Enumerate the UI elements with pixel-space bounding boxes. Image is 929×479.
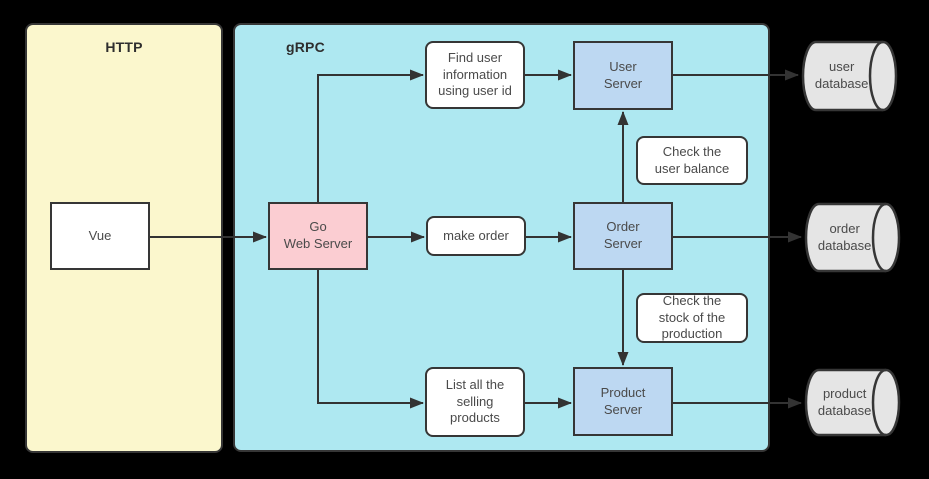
database-cylinder-icon	[804, 202, 901, 273]
vue-node: Vue	[50, 202, 150, 270]
product-server-node: Product Server	[573, 367, 673, 436]
product-database-node: product database	[803, 368, 901, 437]
check-stock-node: Check the stock of the production	[636, 293, 748, 343]
go-web-server-node: Go Web Server	[268, 202, 368, 270]
user-database-node: user database	[800, 40, 898, 112]
order-database-node: order database	[803, 202, 901, 273]
grpc-group-label: gRPC	[286, 39, 325, 55]
order-database-label: order database	[817, 220, 872, 253]
http-group-label: HTTP	[105, 39, 143, 55]
find-user-node: Find user information using user id	[425, 41, 525, 109]
product-database-label: product database	[817, 385, 872, 418]
database-cylinder-icon	[801, 40, 898, 112]
list-products-node: List all the selling products	[425, 367, 525, 437]
check-balance-node: Check the user balance	[636, 136, 748, 185]
make-order-node: make order	[426, 216, 526, 256]
order-server-node: Order Server	[573, 202, 673, 270]
user-server-node: User Server	[573, 41, 673, 110]
user-database-label: user database	[814, 59, 869, 91]
database-cylinder-icon	[804, 368, 901, 437]
